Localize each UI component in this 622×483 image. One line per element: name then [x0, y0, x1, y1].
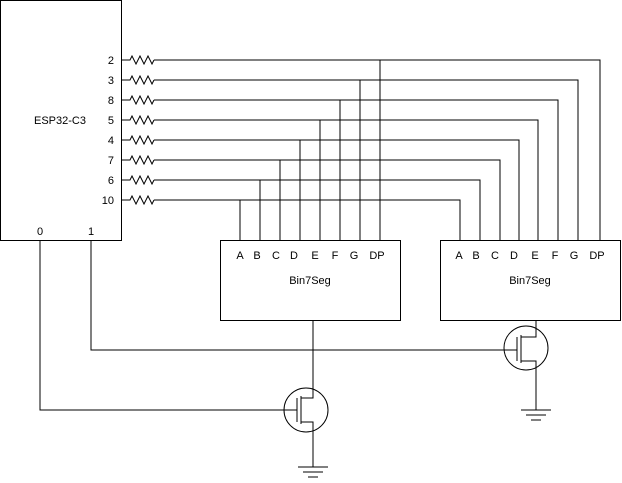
wire-pin5-e [154, 119, 539, 240]
mcu-pin-label: 8 [108, 95, 114, 107]
transistor-icon [283, 320, 329, 460]
display-1-pin-label: F [332, 250, 339, 262]
display-2-pin-label: A [455, 250, 463, 262]
wire-pin4-d [154, 139, 520, 240]
resistor-icon [121, 94, 155, 106]
resistor-icon [121, 54, 155, 66]
mcu-pin-label: 6 [108, 175, 114, 187]
mcu-pin-1-label: 1 [88, 226, 94, 238]
display-1-pin-label: B [253, 250, 260, 262]
esp32-block [0, 0, 122, 241]
mcu-pin-label: 4 [108, 135, 114, 147]
wire-pin1-gate [90, 240, 512, 351]
mcu-pin-0-label: 0 [37, 226, 43, 238]
mcu-pin-label: 7 [108, 155, 114, 167]
display-1-pin-label: G [350, 250, 359, 262]
display-1-pin-label: E [311, 250, 318, 262]
mcu-pin-label: 10 [102, 195, 114, 207]
display-2-pin-label: DP [589, 250, 604, 262]
wire-pin2-dp [154, 59, 601, 240]
mcu-pin-label: 5 [108, 115, 114, 127]
display-1-pin-label: C [272, 250, 280, 262]
resistor-icon [121, 154, 155, 166]
display-1-block [220, 240, 401, 321]
resistor-icon [121, 74, 155, 86]
resistor-icon [121, 174, 155, 186]
display-2-pin-label: C [491, 250, 499, 262]
wire-pin6-b [154, 179, 481, 240]
display-2-block [440, 240, 621, 321]
display-2-pin-label: F [552, 250, 559, 262]
display-1-pin-label: A [236, 250, 244, 262]
resistor-icon [121, 114, 155, 126]
display-2-pin-label: B [472, 250, 479, 262]
ground-icon [521, 404, 551, 421]
wire-pin10-a [154, 199, 461, 240]
display-1-label: Bin7Seg [289, 275, 331, 287]
resistor-icon [121, 194, 155, 206]
wire-pin7-c [154, 159, 501, 240]
esp32-label: ESP32-C3 [34, 115, 86, 127]
display-2-pin-label: G [570, 250, 579, 262]
display-1-pin-label: DP [369, 250, 384, 262]
mcu-pin-label: 2 [108, 55, 114, 67]
display-2-pin-label: D [510, 250, 518, 262]
wire-pin3-g [154, 79, 579, 240]
transistor-icon [503, 320, 549, 404]
mcu-pin-label: 3 [108, 75, 114, 87]
wire-pin8-f [154, 99, 559, 240]
display-1-pin-label: D [290, 250, 298, 262]
wire-pin0-gate [39, 240, 292, 411]
ground-icon [298, 460, 328, 478]
resistor-icon [121, 134, 155, 146]
display-2-pin-label: E [531, 250, 538, 262]
display-2-label: Bin7Seg [509, 275, 551, 287]
